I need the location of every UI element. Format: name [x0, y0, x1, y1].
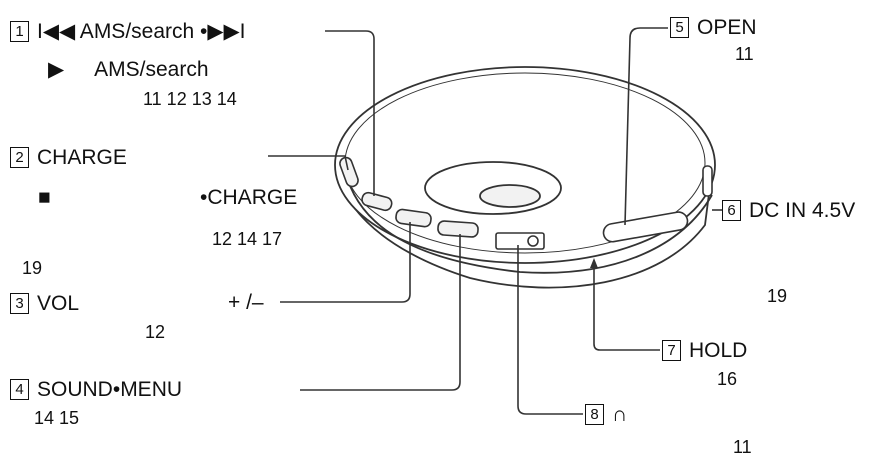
callout-3-plusminus: + /– — [228, 291, 264, 314]
callout-text-6: DC IN 4.5V — [749, 199, 856, 222]
callout-number-7: 7 — [662, 340, 681, 361]
callout-7: 7 HOLD — [662, 339, 747, 363]
callout-text-3: VOL — [37, 292, 80, 315]
callout-4: 4 SOUND•MENU — [10, 378, 182, 402]
callout-5-page: 11 — [735, 44, 754, 64]
callout-3: 3 VOL — [10, 292, 79, 316]
callout-3-page: 12 — [145, 322, 166, 342]
leader-7 — [593, 262, 660, 351]
button-sound-menu — [437, 220, 479, 238]
callout-number-8: 8 — [585, 404, 604, 425]
stop-icon: ■ — [38, 186, 51, 209]
callout-text-1: I◀◀ AMS/search •▶▶I — [37, 20, 246, 43]
callout-1-play: ▶ AMS/search — [48, 57, 209, 82]
callout-number-6: 6 — [722, 200, 741, 221]
callout-5: 5 OPEN — [670, 16, 757, 40]
callout-text-2: CHARGE — [37, 146, 127, 169]
callout-number-2: 2 — [10, 147, 29, 168]
button-charge — [339, 156, 359, 188]
callout-text-5: OPEN — [697, 16, 757, 39]
callout-1: 1 I◀◀ AMS/search •▶▶I — [10, 19, 246, 44]
jack-hole — [527, 235, 539, 247]
switch-open — [602, 211, 689, 243]
callout-2: 2 CHARGE — [10, 146, 127, 170]
headphone-icon: ∩ — [612, 403, 628, 426]
button-ams-search — [361, 191, 393, 212]
play-icon: ▶ — [48, 58, 65, 81]
leader-4 — [300, 234, 461, 391]
callout-7-page: 16 — [717, 369, 738, 389]
callout-1-play-text: AMS/search — [94, 58, 209, 81]
jack-dc-in — [702, 165, 713, 197]
callout-8-page: 11 — [733, 437, 752, 457]
lid-window-hub — [479, 184, 541, 208]
button-vol — [395, 208, 432, 228]
leader-5 — [624, 27, 668, 226]
callout-8: 8∩ — [585, 403, 627, 427]
callout-number-4: 4 — [10, 379, 29, 400]
callout-number-5: 5 — [670, 17, 689, 38]
callout-number-1: 1 — [10, 21, 29, 42]
callout-1-pages: 11 12 13 14 — [143, 89, 237, 109]
player-body — [334, 66, 716, 289]
leader-2 — [268, 155, 349, 171]
callout-6-page: 19 — [767, 286, 788, 306]
callout-text-4: SOUND•MENU — [37, 378, 183, 401]
leader-1 — [325, 30, 375, 196]
hold-arrow — [590, 258, 598, 268]
leader-3 — [280, 222, 411, 303]
callout-6: 6 DC IN 4.5V — [722, 199, 855, 223]
callout-2-page-2: 19 — [22, 258, 43, 278]
front-buttons — [339, 156, 713, 250]
callout-4-pages: 14 15 — [34, 408, 80, 428]
callout-text-7: HOLD — [689, 339, 748, 362]
player-base-line — [344, 169, 713, 274]
callout-2-pages: 12 14 17 — [212, 229, 283, 249]
leader-8 — [517, 245, 583, 415]
leader-lines — [268, 27, 722, 415]
callout-number-3: 3 — [10, 293, 29, 314]
callout-2-charge: •CHARGE — [200, 186, 298, 209]
